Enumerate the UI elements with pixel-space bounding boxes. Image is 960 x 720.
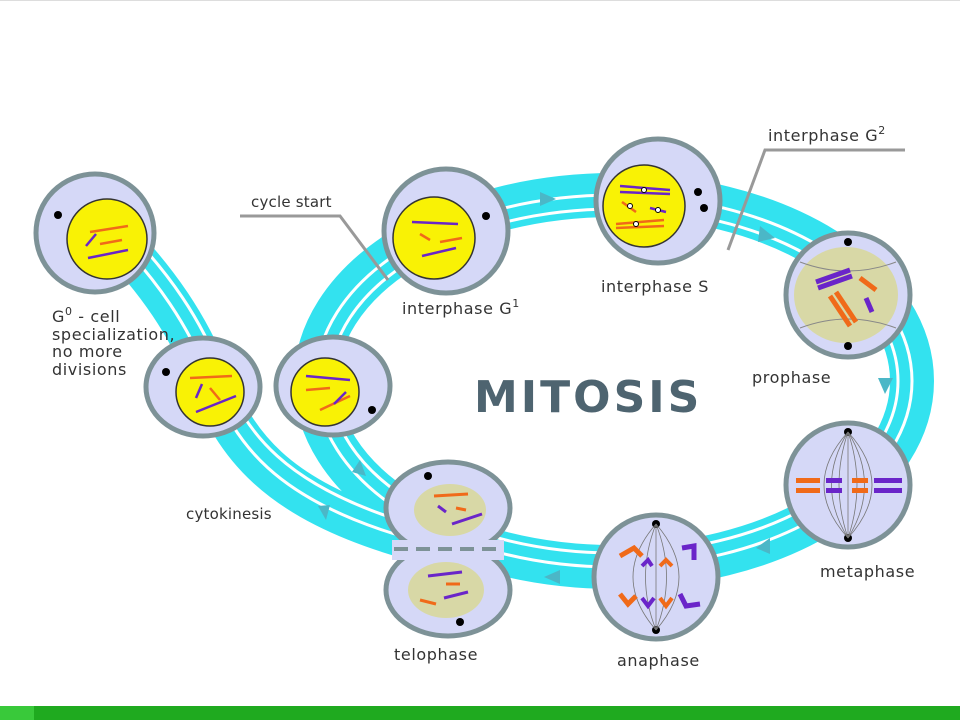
cell-prophase — [783, 230, 913, 360]
label-interphase-g2-text: interphase G — [768, 126, 879, 145]
interphase-g2-pointer — [726, 148, 905, 251]
label-prophase-text: prophase — [752, 368, 832, 387]
label-metaphase: metaphase — [820, 562, 915, 581]
label-cytokinesis: cytokinesis — [186, 505, 272, 523]
label-prophase: prophase — [752, 368, 831, 387]
label-cycle-start-text: cycle start — [251, 193, 332, 211]
arrow-telo-to-cyto — [352, 460, 366, 476]
label-anaphase: anaphase — [617, 651, 700, 670]
label-cytokinesis-text: cytokinesis — [186, 505, 272, 523]
footer-bar — [0, 706, 960, 720]
arrow-g1-to-s — [540, 192, 556, 206]
pointer-lines — [240, 148, 905, 281]
label-interphase-s-text: interphase S — [601, 277, 710, 296]
cell-anaphase — [591, 512, 721, 642]
top-border — [0, 0, 960, 1]
cell-daughter-left — [143, 335, 263, 439]
label-interphase-s: interphase S — [601, 277, 709, 296]
label-interphase-g1: interphase G1 — [402, 297, 520, 318]
label-cycle-start: cycle start — [251, 193, 332, 211]
cell-g0 — [33, 171, 157, 295]
footer-bar-accent — [0, 706, 34, 720]
label-interphase-g1-sup: 1 — [512, 297, 520, 310]
label-metaphase-text: metaphase — [820, 562, 916, 581]
arrow-ana-to-telo — [544, 570, 560, 584]
cycle-start-pointer — [240, 214, 390, 281]
label-interphase-g2-sup: 2 — [878, 124, 886, 137]
cell-daughter-right — [273, 334, 393, 438]
arrow-s-to-g2 — [758, 226, 775, 242]
label-g0-super: 0 — [65, 305, 73, 318]
cell-telophase — [383, 459, 513, 639]
diagram-title: MITOSIS — [474, 372, 703, 423]
arrow-pro-to-meta — [878, 378, 893, 394]
cycle-arrows — [318, 192, 893, 584]
label-g0-rest: - cell specialization, no more divisions — [52, 307, 176, 379]
cell-metaphase — [783, 420, 913, 550]
label-anaphase-text: anaphase — [617, 651, 700, 670]
cell-interphase-s — [593, 136, 723, 266]
label-telophase: telophase — [394, 645, 478, 664]
label-g0-letter: G — [52, 307, 65, 326]
arrow-cytokinesis — [318, 505, 330, 520]
arrow-meta-to-ana — [756, 538, 770, 554]
label-telophase-text: telophase — [394, 645, 479, 664]
label-interphase-g2: interphase G2 — [768, 124, 886, 145]
label-g0: G0 - cell specialization, no more divisi… — [52, 305, 182, 379]
cell-interphase-g1 — [381, 166, 511, 296]
label-interphase-g1-text: interphase G — [402, 299, 513, 318]
